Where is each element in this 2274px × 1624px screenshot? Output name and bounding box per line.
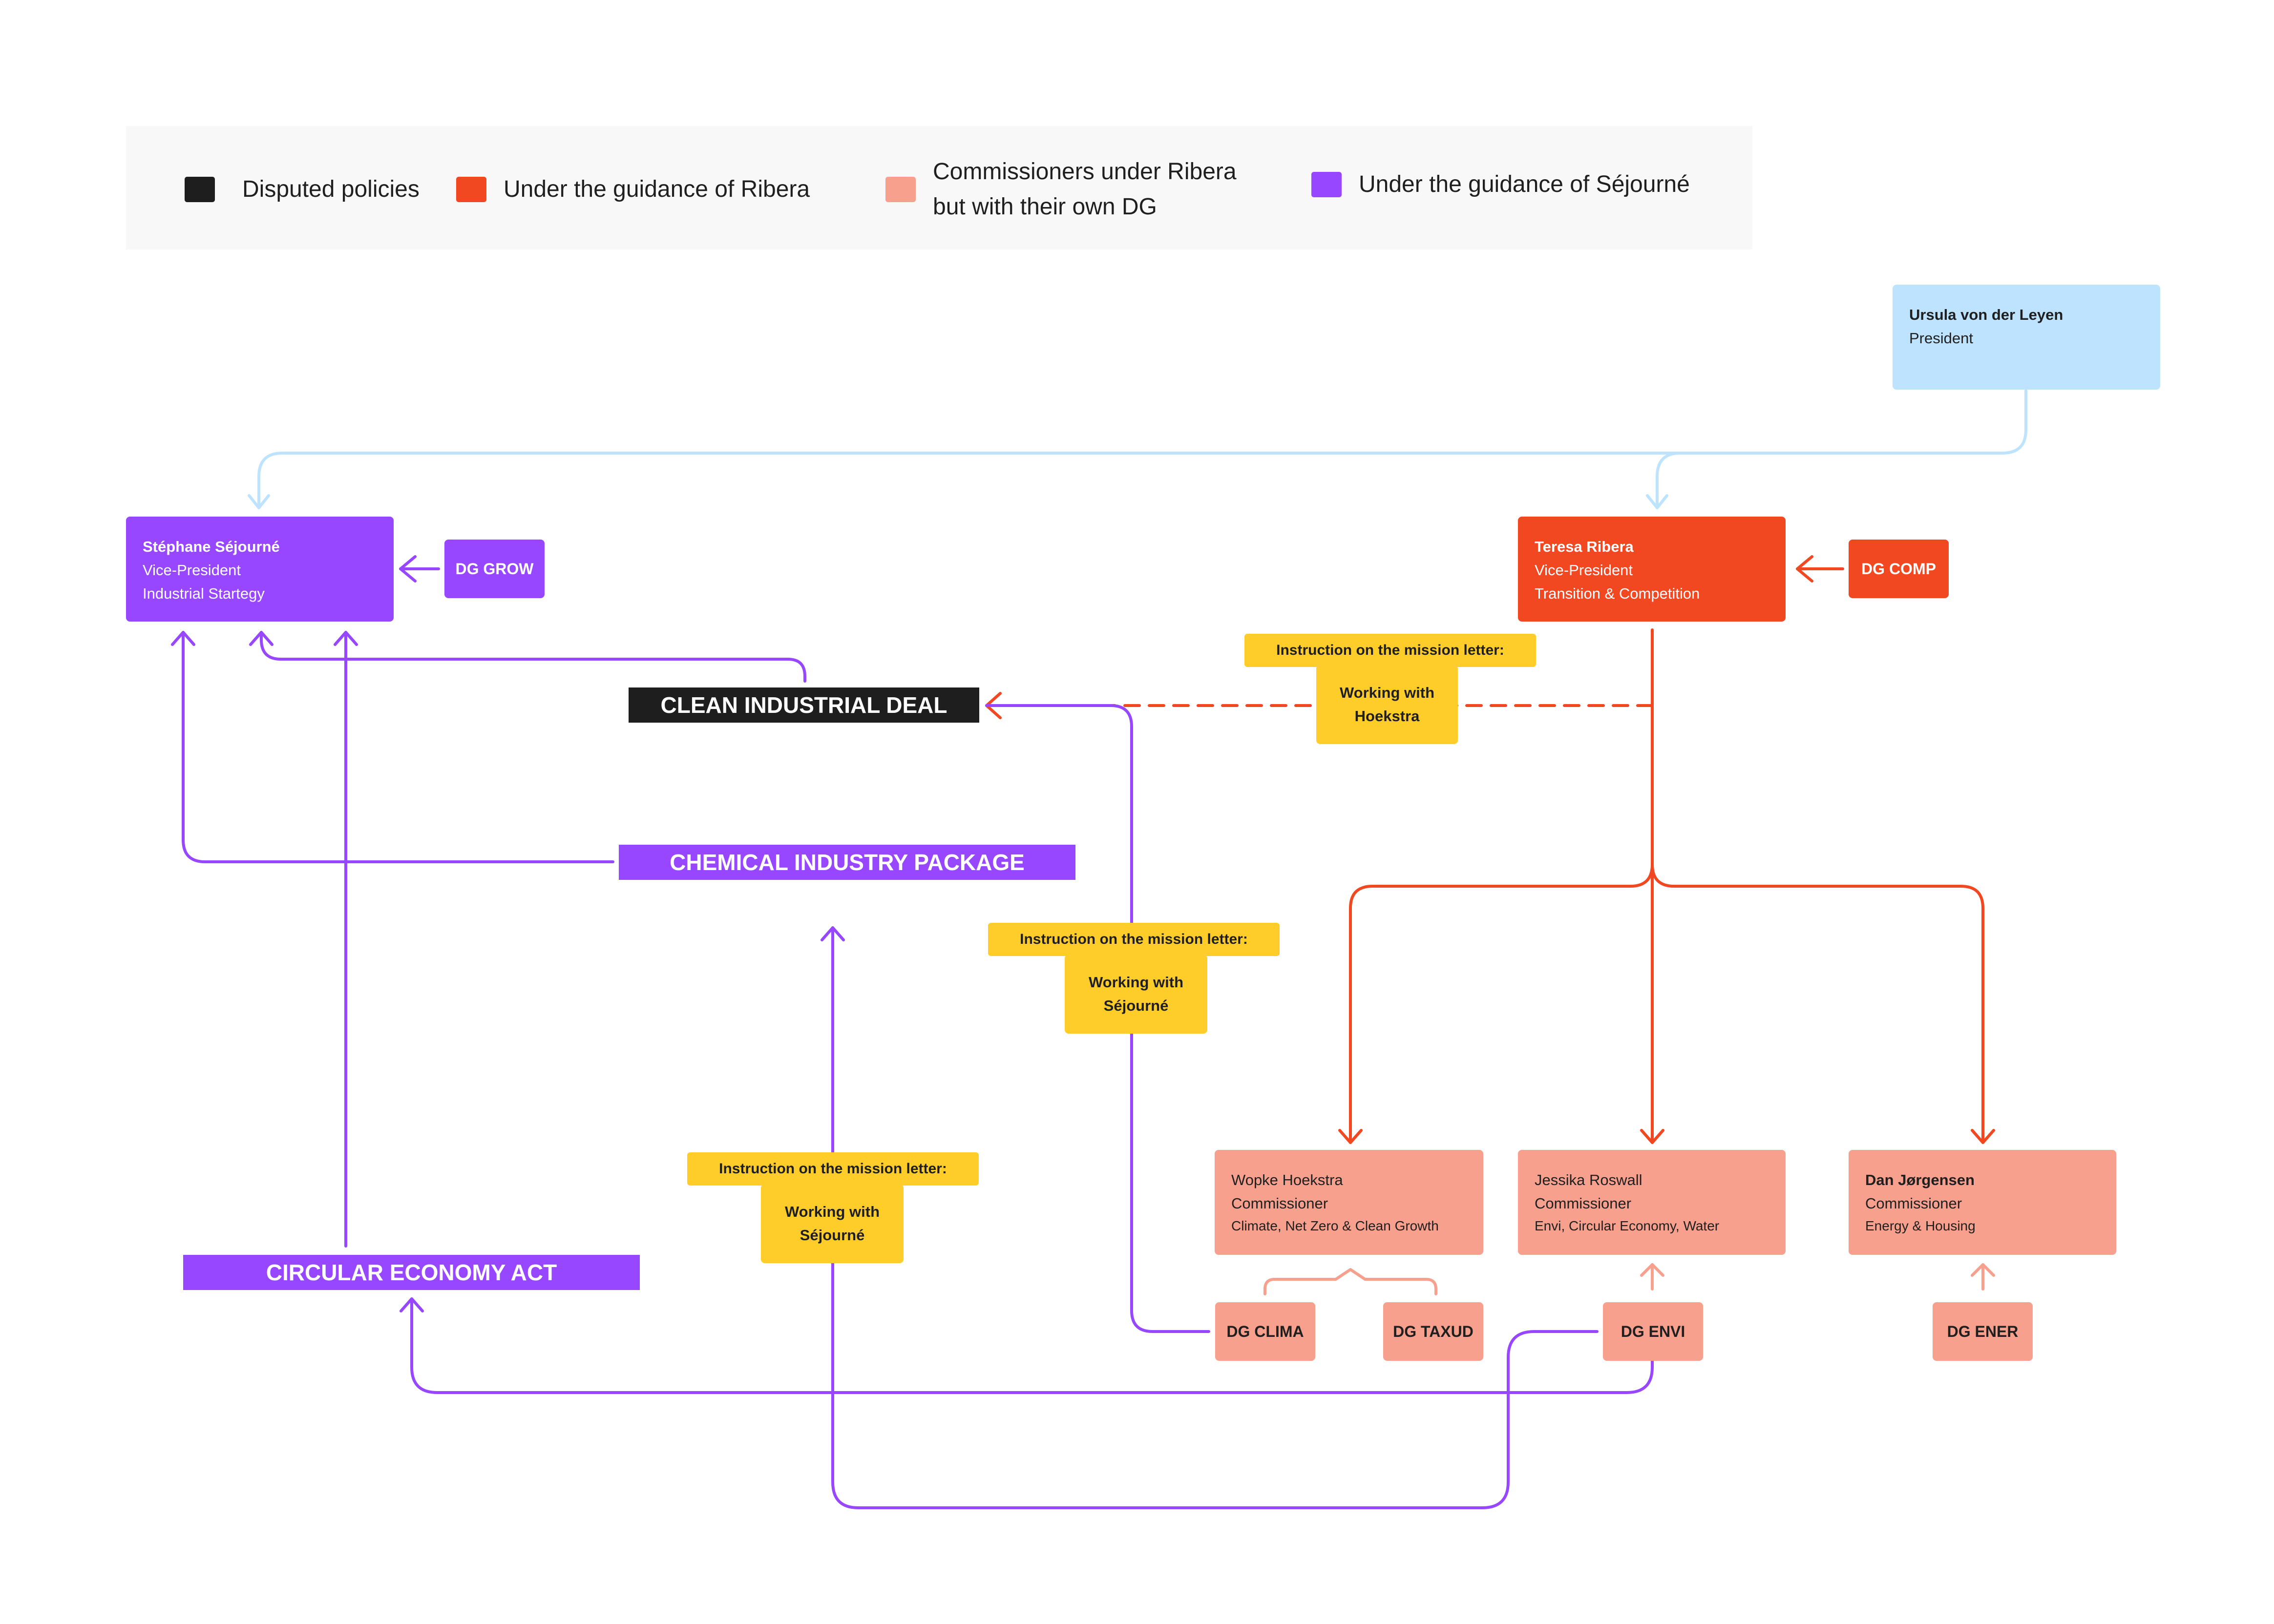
mission-note-line1: Working with	[784, 1203, 880, 1220]
line-ribera-to-jorgensen	[1651, 863, 1984, 1144]
line-president-to-ribera	[1656, 452, 1682, 509]
node-portfolio: Energy & Housing	[1865, 1218, 1976, 1233]
node-name: Stéphane Séjourné	[143, 538, 280, 555]
legend-swatch-disputed	[185, 177, 215, 202]
node-name: Jessika Roswall	[1535, 1171, 1642, 1188]
line-dg-envi-to-chemical	[831, 926, 1599, 1509]
policy-chemical-industry-package: CHEMICAL INDUSTRY PACKAGE	[619, 845, 1075, 880]
mission-note-line1: Working with	[1339, 684, 1435, 701]
arrowhead-dg-grow	[399, 555, 417, 583]
mission-note-header-hoekstra: Instruction on the mission letter:	[1244, 634, 1536, 667]
node-von-der-leyen: Ursula von der Leyen President	[1893, 285, 2160, 390]
node-ribera: Teresa Ribera Vice-President Transition …	[1518, 517, 1786, 622]
arrowhead-roswall	[1640, 1129, 1664, 1144]
brace-hoekstra-dgs	[1263, 1268, 1437, 1295]
mission-note-header-sejourne-lower: Instruction on the mission letter:	[687, 1152, 979, 1186]
dg-grow: DG GROW	[444, 540, 545, 598]
node-role: Commissioner	[1865, 1195, 1962, 1212]
line-dg-envi-to-circular	[410, 1297, 1654, 1394]
arrowhead-chemical	[821, 926, 845, 941]
node-role: Commissioner	[1231, 1195, 1328, 1212]
legend-label-commissioners-line1: Commissioners under Ribera	[933, 159, 1237, 185]
node-portfolio: Climate, Net Zero & Clean Growth	[1231, 1218, 1439, 1233]
node-name: Wopke Hoekstra	[1231, 1171, 1343, 1188]
node-role: Vice-President	[143, 562, 241, 579]
dg-taxud: DG TAXUD	[1383, 1302, 1483, 1361]
sejourne-connectors	[171, 555, 1654, 1509]
arrowhead-jorgensen	[1971, 1129, 1995, 1144]
dg-envi: DG ENVI	[1603, 1302, 1703, 1361]
arrowhead-sejourne-right	[334, 631, 358, 646]
arrowhead-dg-comp	[1796, 555, 1813, 583]
node-hoekstra: Wopke Hoekstra Commissioner Climate, Net…	[1215, 1150, 1483, 1255]
president-connectors	[248, 389, 2027, 509]
line-chemical-to-sejourne	[182, 631, 614, 863]
arrowhead-sejourne-mid	[249, 631, 274, 646]
legend-swatch-commissioners	[885, 177, 916, 202]
dg-clima: DG CLIMA	[1215, 1302, 1315, 1361]
line-ribera-to-hoekstra	[1349, 863, 1654, 1144]
node-name: Ursula von der Leyen	[1909, 306, 2063, 323]
mission-note-line2: Séjourné	[800, 1227, 865, 1244]
policy-clean-industrial-deal: CLEAN INDUSTRIAL DEAL	[629, 687, 979, 723]
mission-note-sejourne-lower: Working with Séjourné	[761, 1184, 904, 1263]
mission-note-line2: Séjourné	[1103, 997, 1169, 1014]
node-role: President	[1909, 330, 1973, 347]
arrowhead-jorgensen-bottom	[1971, 1263, 1995, 1277]
node-portfolio: Transition & Competition	[1535, 585, 1700, 602]
node-jorgensen: Dan Jørgensen Commissioner Energy & Hous…	[1849, 1150, 2116, 1255]
arrowhead-sejourne-top	[248, 494, 270, 509]
legend-label-sejourne: Under the guidance of Séjourné	[1359, 171, 1690, 197]
node-roswall: Jessika Roswall Commissioner Envi, Circu…	[1518, 1150, 1786, 1255]
policy-circular-economy-act: CIRCULAR ECONOMY ACT	[183, 1255, 640, 1290]
node-name: Teresa Ribera	[1535, 538, 1634, 555]
legend-label-commissioners-line2: but with their own DG	[933, 194, 1157, 220]
arrowhead-circular	[400, 1297, 424, 1312]
line-clean-deal-to-sejourne	[260, 631, 806, 683]
dg-ener: DG ENER	[1933, 1302, 2033, 1361]
arrowhead-ribera-top	[1646, 494, 1668, 509]
mission-note-header-sejourne-upper: Instruction on the mission letter:	[988, 923, 1280, 956]
mission-note-hoekstra: Working with Hoekstra	[1316, 665, 1458, 744]
node-sejourne: Stéphane Séjourné Vice-President Industr…	[126, 517, 394, 622]
legend-label-disputed: Disputed policies	[242, 176, 420, 202]
mission-note-sejourne-upper: Working with Séjourné	[1065, 955, 1207, 1034]
dg-comp: DG COMP	[1849, 540, 1949, 598]
arrowhead-roswall-bottom	[1640, 1263, 1664, 1277]
legend: Disputed policies Under the guidance of …	[126, 126, 1752, 250]
node-name: Dan Jørgensen	[1865, 1171, 1975, 1188]
mission-note-line2: Hoekstra	[1354, 708, 1420, 725]
node-portfolio: Industrial Startegy	[143, 585, 265, 602]
node-role: Vice-President	[1535, 562, 1633, 579]
node-portfolio: Envi, Circular Economy, Water	[1535, 1218, 1720, 1233]
arrowhead-sejourne-left	[171, 631, 195, 646]
line-president-to-sejourne	[257, 389, 2027, 509]
legend-swatch-ribera	[456, 177, 486, 202]
node-role: Commissioner	[1535, 1195, 1632, 1212]
legend-label-ribera: Under the guidance of Ribera	[504, 176, 810, 202]
legend-swatch-sejourne	[1311, 172, 1342, 197]
commissioner-dg-connectors	[1263, 1263, 1995, 1295]
mission-note-line1: Working with	[1088, 974, 1184, 991]
arrowhead-hoekstra	[1338, 1129, 1363, 1144]
